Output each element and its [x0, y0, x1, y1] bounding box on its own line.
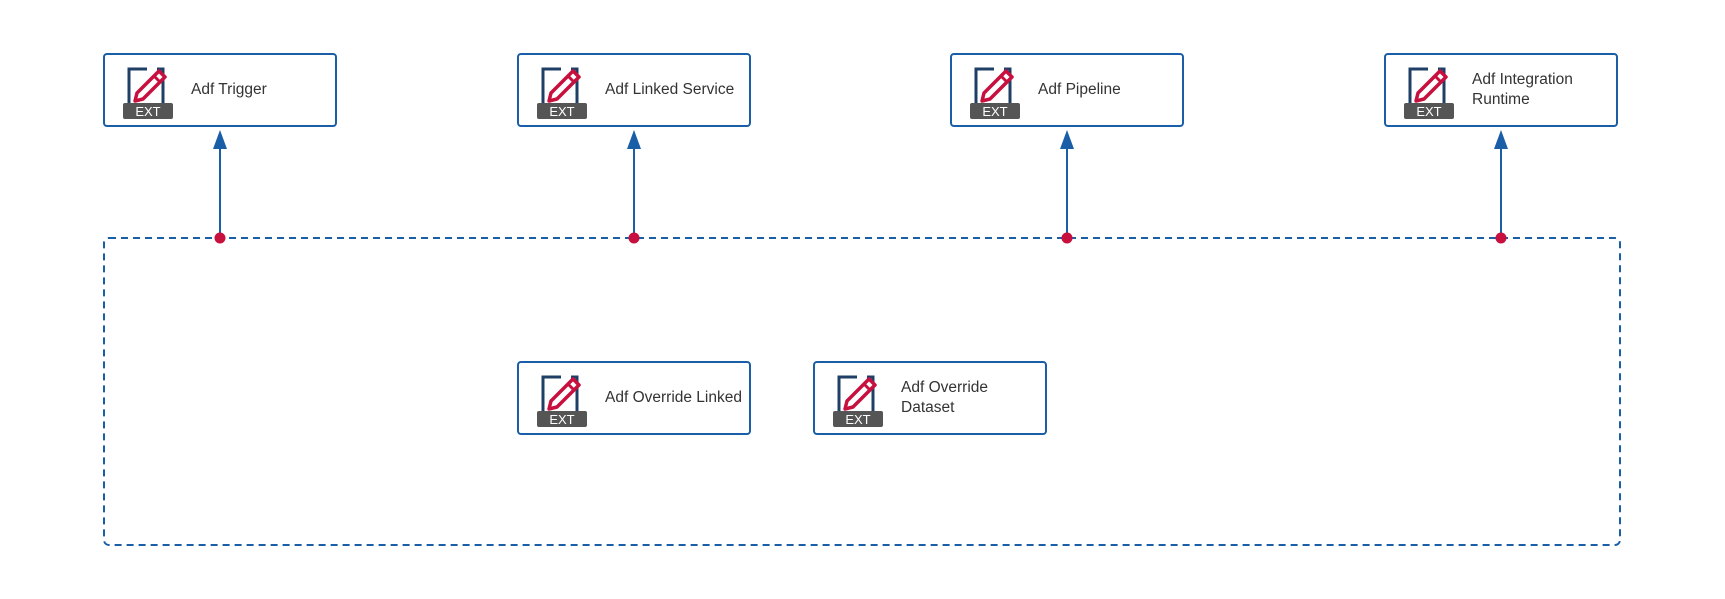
node-integration-runtime[interactable]: EXT Adf Integration Runtime: [1384, 53, 1618, 127]
ext-edit-icon: EXT: [537, 65, 587, 119]
svg-text:EXT: EXT: [549, 412, 574, 427]
node-label: Adf Integration Runtime: [1472, 71, 1573, 108]
svg-text:EXT: EXT: [1416, 104, 1441, 119]
node-label: Adf Override Dataset: [901, 379, 989, 416]
node-override-linked[interactable]: EXT Adf Override Linked: [517, 361, 751, 435]
group-container: [103, 237, 1621, 546]
ext-edit-icon: EXT: [123, 65, 173, 119]
ext-edit-icon: EXT: [833, 373, 883, 427]
node-label: Adf Trigger: [191, 81, 267, 98]
edge-integration-runtime: [1494, 130, 1508, 244]
endpoint-dot: [1061, 232, 1073, 244]
node-override-dataset[interactable]: EXT Adf Override Dataset: [813, 361, 1047, 435]
arrow-head-icon: [627, 130, 641, 149]
edge-linked-service: [627, 130, 641, 244]
endpoint-dot: [628, 232, 640, 244]
node-label: Adf Override Linked: [605, 389, 742, 406]
endpoint-dot: [1495, 232, 1507, 244]
node-label: Adf Linked Service: [605, 81, 735, 98]
ext-edit-icon: EXT: [1404, 65, 1454, 119]
node-linked-service[interactable]: EXT Adf Linked Service: [517, 53, 751, 127]
svg-text:EXT: EXT: [845, 412, 870, 427]
ext-edit-icon: EXT: [970, 65, 1020, 119]
node-pipeline[interactable]: EXT Adf Pipeline: [950, 53, 1184, 127]
endpoint-dot: [214, 232, 226, 244]
arrow-head-icon: [1494, 130, 1508, 149]
edge-trigger: [213, 130, 227, 244]
arrow-head-icon: [213, 130, 227, 149]
svg-text:EXT: EXT: [549, 104, 574, 119]
svg-text:EXT: EXT: [135, 104, 160, 119]
node-trigger[interactable]: EXT Adf Trigger: [103, 53, 337, 127]
arrow-head-icon: [1060, 130, 1074, 149]
ext-edit-icon: EXT: [537, 373, 587, 427]
edge-pipeline: [1060, 130, 1074, 244]
svg-text:EXT: EXT: [982, 104, 1007, 119]
node-label: Adf Pipeline: [1038, 81, 1121, 98]
